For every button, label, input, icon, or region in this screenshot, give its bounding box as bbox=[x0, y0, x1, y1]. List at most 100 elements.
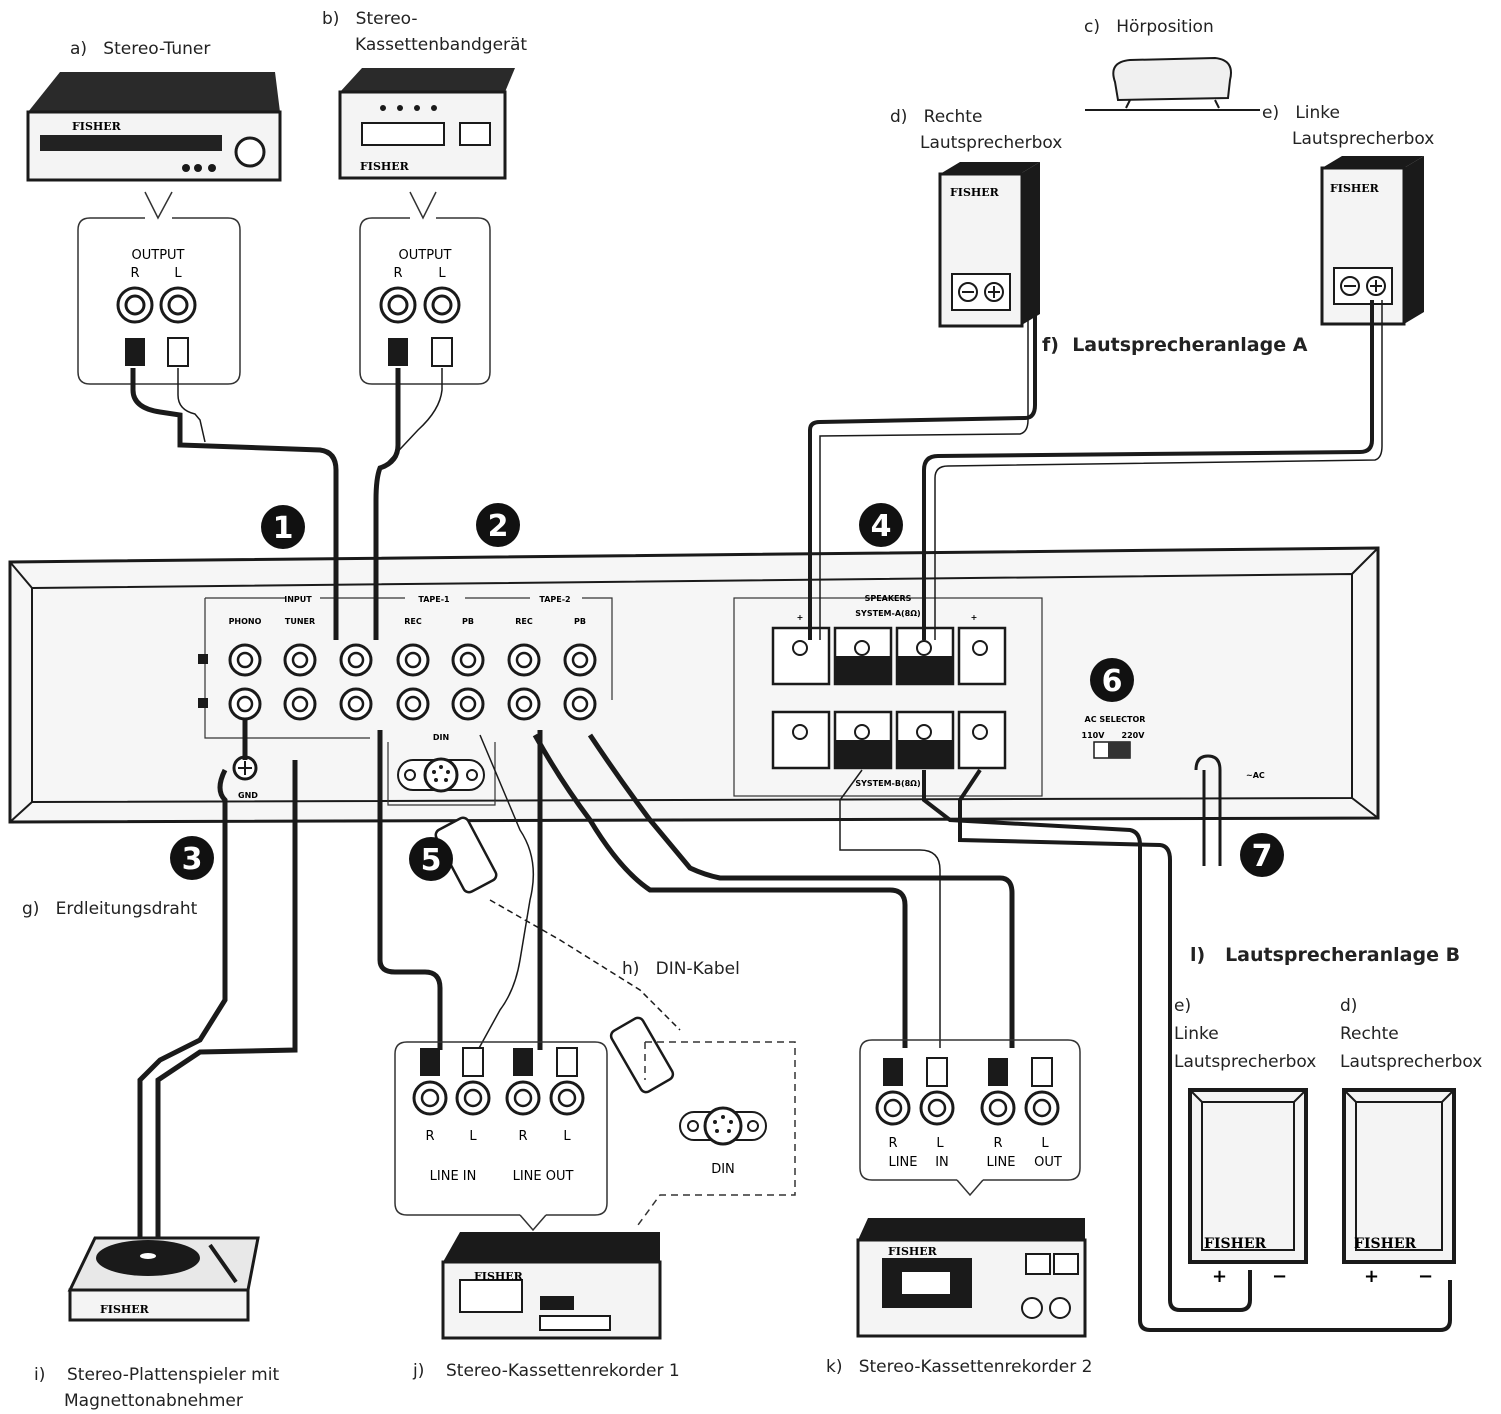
c1-line-in: LINE IN bbox=[430, 1169, 477, 1184]
label-i-line2: Magnettonabnehmer bbox=[64, 1391, 243, 1411]
label-d-bottom: d) Rechte Lautsprecherbox bbox=[1340, 992, 1482, 1076]
tuner-label: TUNER bbox=[285, 617, 315, 626]
label-e-bottom-line2: Lautsprecherbox bbox=[1174, 1052, 1317, 1072]
c2-in: IN bbox=[935, 1155, 949, 1170]
number-marker-7: 7 bbox=[1240, 833, 1284, 877]
label-b: b) Stereo- Kassettenbandgerät bbox=[322, 6, 527, 58]
label-i-line1: Stereo-Plattenspieler mit bbox=[66, 1365, 280, 1385]
label-e-bottom: e) Linke Lautsprecherbox bbox=[1174, 992, 1316, 1076]
c2-line-1: LINE bbox=[888, 1155, 917, 1170]
brand-cassette-b: FISHER bbox=[360, 160, 410, 173]
label-k-letter: k) bbox=[826, 1357, 843, 1377]
label-b-line1: Stereo- bbox=[355, 9, 418, 29]
phono-label: PHONO bbox=[229, 617, 262, 626]
number-5: 5 bbox=[421, 843, 442, 878]
cassette-1-jacks-callout: R L R L LINE IN LINE OUT DIN bbox=[394, 1041, 796, 1232]
ac-selector-label: AC SELECTOR bbox=[1085, 715, 1146, 724]
din-cable bbox=[434, 816, 675, 1094]
tuner-output-label: OUTPUT bbox=[132, 248, 185, 263]
number-1: 1 bbox=[273, 511, 294, 546]
ac-label: ~AC bbox=[1246, 771, 1265, 780]
number-marker-6: 6 bbox=[1090, 658, 1134, 702]
label-i-letter: i) bbox=[34, 1365, 46, 1385]
cassette-recorder-2: FISHER bbox=[856, 1218, 1087, 1338]
v110-label: 110V bbox=[1082, 731, 1106, 740]
label-a: a) Stereo-Tuner bbox=[70, 36, 210, 62]
brand-speaker-d-top: FISHER bbox=[950, 186, 1000, 199]
label-a-text: Stereo-Tuner bbox=[103, 39, 211, 59]
stereo-tuner: FISHER bbox=[26, 72, 282, 182]
label-l-text: Lautsprecheranlage B bbox=[1225, 944, 1461, 966]
rca-jacks bbox=[228, 643, 597, 721]
brand-cassette-2: FISHER bbox=[888, 1245, 938, 1258]
label-e-top-line2: Lautsprecherbox bbox=[1292, 129, 1435, 149]
label-j: j) Stereo-Kassettenrekorder 1 bbox=[413, 1358, 680, 1384]
c2-l2: L bbox=[1041, 1136, 1049, 1151]
cassette-deck-b: FISHER bbox=[338, 68, 515, 180]
label-a-letter: a) bbox=[70, 39, 88, 59]
number-marker-5: 5 bbox=[409, 837, 453, 881]
speakers-label: SPEAKERS bbox=[865, 594, 912, 603]
right-speaker-b: FISHER + − bbox=[1342, 1088, 1456, 1287]
label-e-bottom-line1: Linke bbox=[1174, 1024, 1219, 1044]
left-speaker-b: FISHER + − bbox=[1188, 1088, 1308, 1287]
tape1-label: TAPE-1 bbox=[418, 595, 450, 604]
number-2: 2 bbox=[488, 509, 509, 544]
c1-line-out: LINE OUT bbox=[513, 1169, 574, 1184]
label-c-letter: c) bbox=[1084, 17, 1100, 37]
label-j-text: Stereo-Kassettenrekorder 1 bbox=[445, 1361, 680, 1381]
label-k: k) Stereo-Kassettenrekorder 2 bbox=[826, 1354, 1092, 1380]
ac-power-cord: ~AC bbox=[1194, 754, 1265, 866]
label-d-top-letter: d) bbox=[890, 107, 908, 127]
c2-line-2: LINE bbox=[986, 1155, 1015, 1170]
tuner-output-callout: OUTPUT R L bbox=[77, 191, 241, 385]
label-d-bottom-line1: Rechte bbox=[1340, 1024, 1399, 1044]
number-marker-1: 1 bbox=[261, 505, 305, 549]
label-d-top-line1: Rechte bbox=[923, 107, 983, 127]
number-3: 3 bbox=[182, 842, 203, 877]
system-a-label: SYSTEM-A(8Ω) bbox=[855, 609, 920, 618]
label-j-letter: j) bbox=[413, 1361, 425, 1381]
left-speaker-a: FISHER bbox=[1320, 156, 1424, 326]
label-f: f) Lautsprecheranlage A bbox=[1042, 332, 1307, 358]
label-d-top-line2: Lautsprecherbox bbox=[920, 133, 1063, 153]
label-c: c) Hörposition bbox=[1084, 14, 1214, 40]
c1-r2: R bbox=[518, 1129, 527, 1144]
cassette-2-jacks-callout: R L R L LINE IN LINE OUT bbox=[859, 1039, 1081, 1197]
listening-position-couch bbox=[1085, 56, 1260, 111]
right-speaker-a: FISHER bbox=[938, 162, 1040, 328]
label-e-bottom-letter: e) bbox=[1174, 996, 1192, 1016]
cassette-b-l-label: L bbox=[438, 266, 446, 281]
brand-tuner: FISHER bbox=[72, 120, 122, 133]
number-marker-2: 2 bbox=[476, 503, 520, 547]
tape2-rec-label: REC bbox=[515, 617, 533, 626]
spk-d-minus: − bbox=[1418, 1266, 1433, 1287]
number-marker-4: 4 bbox=[859, 503, 903, 547]
c2-l1: L bbox=[936, 1136, 944, 1151]
brand-cassette-1: FISHER bbox=[474, 1270, 524, 1283]
label-e-top-line1: Linke bbox=[1295, 103, 1340, 123]
spk-a-plus-1: + bbox=[797, 613, 804, 622]
label-i: i) Stereo-Plattenspieler mit Magnettonab… bbox=[34, 1362, 279, 1414]
cables-lower bbox=[137, 720, 1452, 1332]
label-h-letter: h) bbox=[622, 959, 640, 979]
c1-l1: L bbox=[469, 1129, 477, 1144]
cassette-b-output-label: OUTPUT bbox=[399, 248, 452, 263]
c1-l2: L bbox=[563, 1129, 571, 1144]
din-socket: DIN bbox=[387, 733, 496, 806]
label-d-bottom-letter: d) bbox=[1340, 996, 1358, 1016]
tape2-pb-label: PB bbox=[574, 617, 586, 626]
turntable: FISHER bbox=[67, 1236, 260, 1322]
number-7: 7 bbox=[1252, 839, 1273, 874]
label-e-top: e) Linke Lautsprecherbox bbox=[1262, 100, 1434, 152]
tuner-l-label: L bbox=[174, 266, 182, 281]
c1-r1: R bbox=[425, 1129, 434, 1144]
brand-speaker-d-bottom: FISHER bbox=[1354, 1236, 1416, 1252]
cables-upper bbox=[130, 300, 1383, 640]
label-g-text: Erdleitungsdraht bbox=[55, 899, 198, 919]
v220-label: 220V bbox=[1122, 731, 1146, 740]
label-h: h) DIN-Kabel bbox=[622, 956, 740, 982]
brand-speaker-e-bottom: FISHER bbox=[1204, 1236, 1266, 1252]
label-d-bottom-line2: Lautsprecherbox bbox=[1340, 1052, 1483, 1072]
